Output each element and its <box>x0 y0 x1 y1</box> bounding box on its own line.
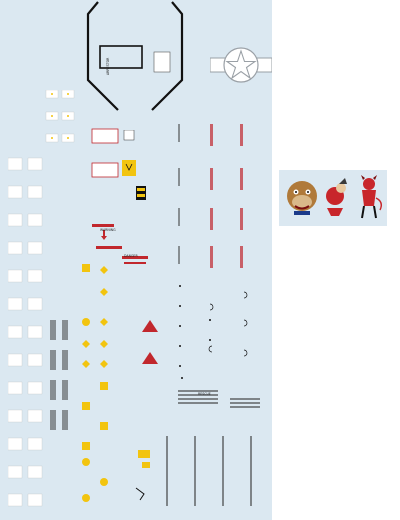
wizard-emblem-icon <box>326 178 347 216</box>
rivet-dots <box>179 285 248 379</box>
stencil-column-left <box>8 90 75 507</box>
decal-sheet: ARRESTOR WARNING DANGER RESCUE <box>0 0 272 520</box>
danger-labels <box>92 224 148 264</box>
yellow-markers-column <box>82 264 108 502</box>
devil-emblem-icon <box>361 175 383 219</box>
danger-label: DANGER <box>124 254 138 258</box>
emblem-decal-strip <box>279 170 387 226</box>
small-box-label: ARRESTOR <box>106 57 110 75</box>
red-triangle-icons <box>142 320 158 364</box>
bulldog-emblem-icon <box>287 181 317 215</box>
panel-outlines <box>91 128 119 178</box>
walkway-lines <box>86 1 184 111</box>
rescue-label: RESCUE <box>198 392 211 396</box>
lower-stencil-blocks <box>135 390 260 506</box>
red-warning-texts <box>178 124 243 268</box>
yellow-warning-decals <box>122 130 146 200</box>
star-roundel-icon <box>210 47 272 83</box>
red-header-label: WARNING <box>100 228 116 232</box>
stencil-column-mid <box>50 320 68 430</box>
